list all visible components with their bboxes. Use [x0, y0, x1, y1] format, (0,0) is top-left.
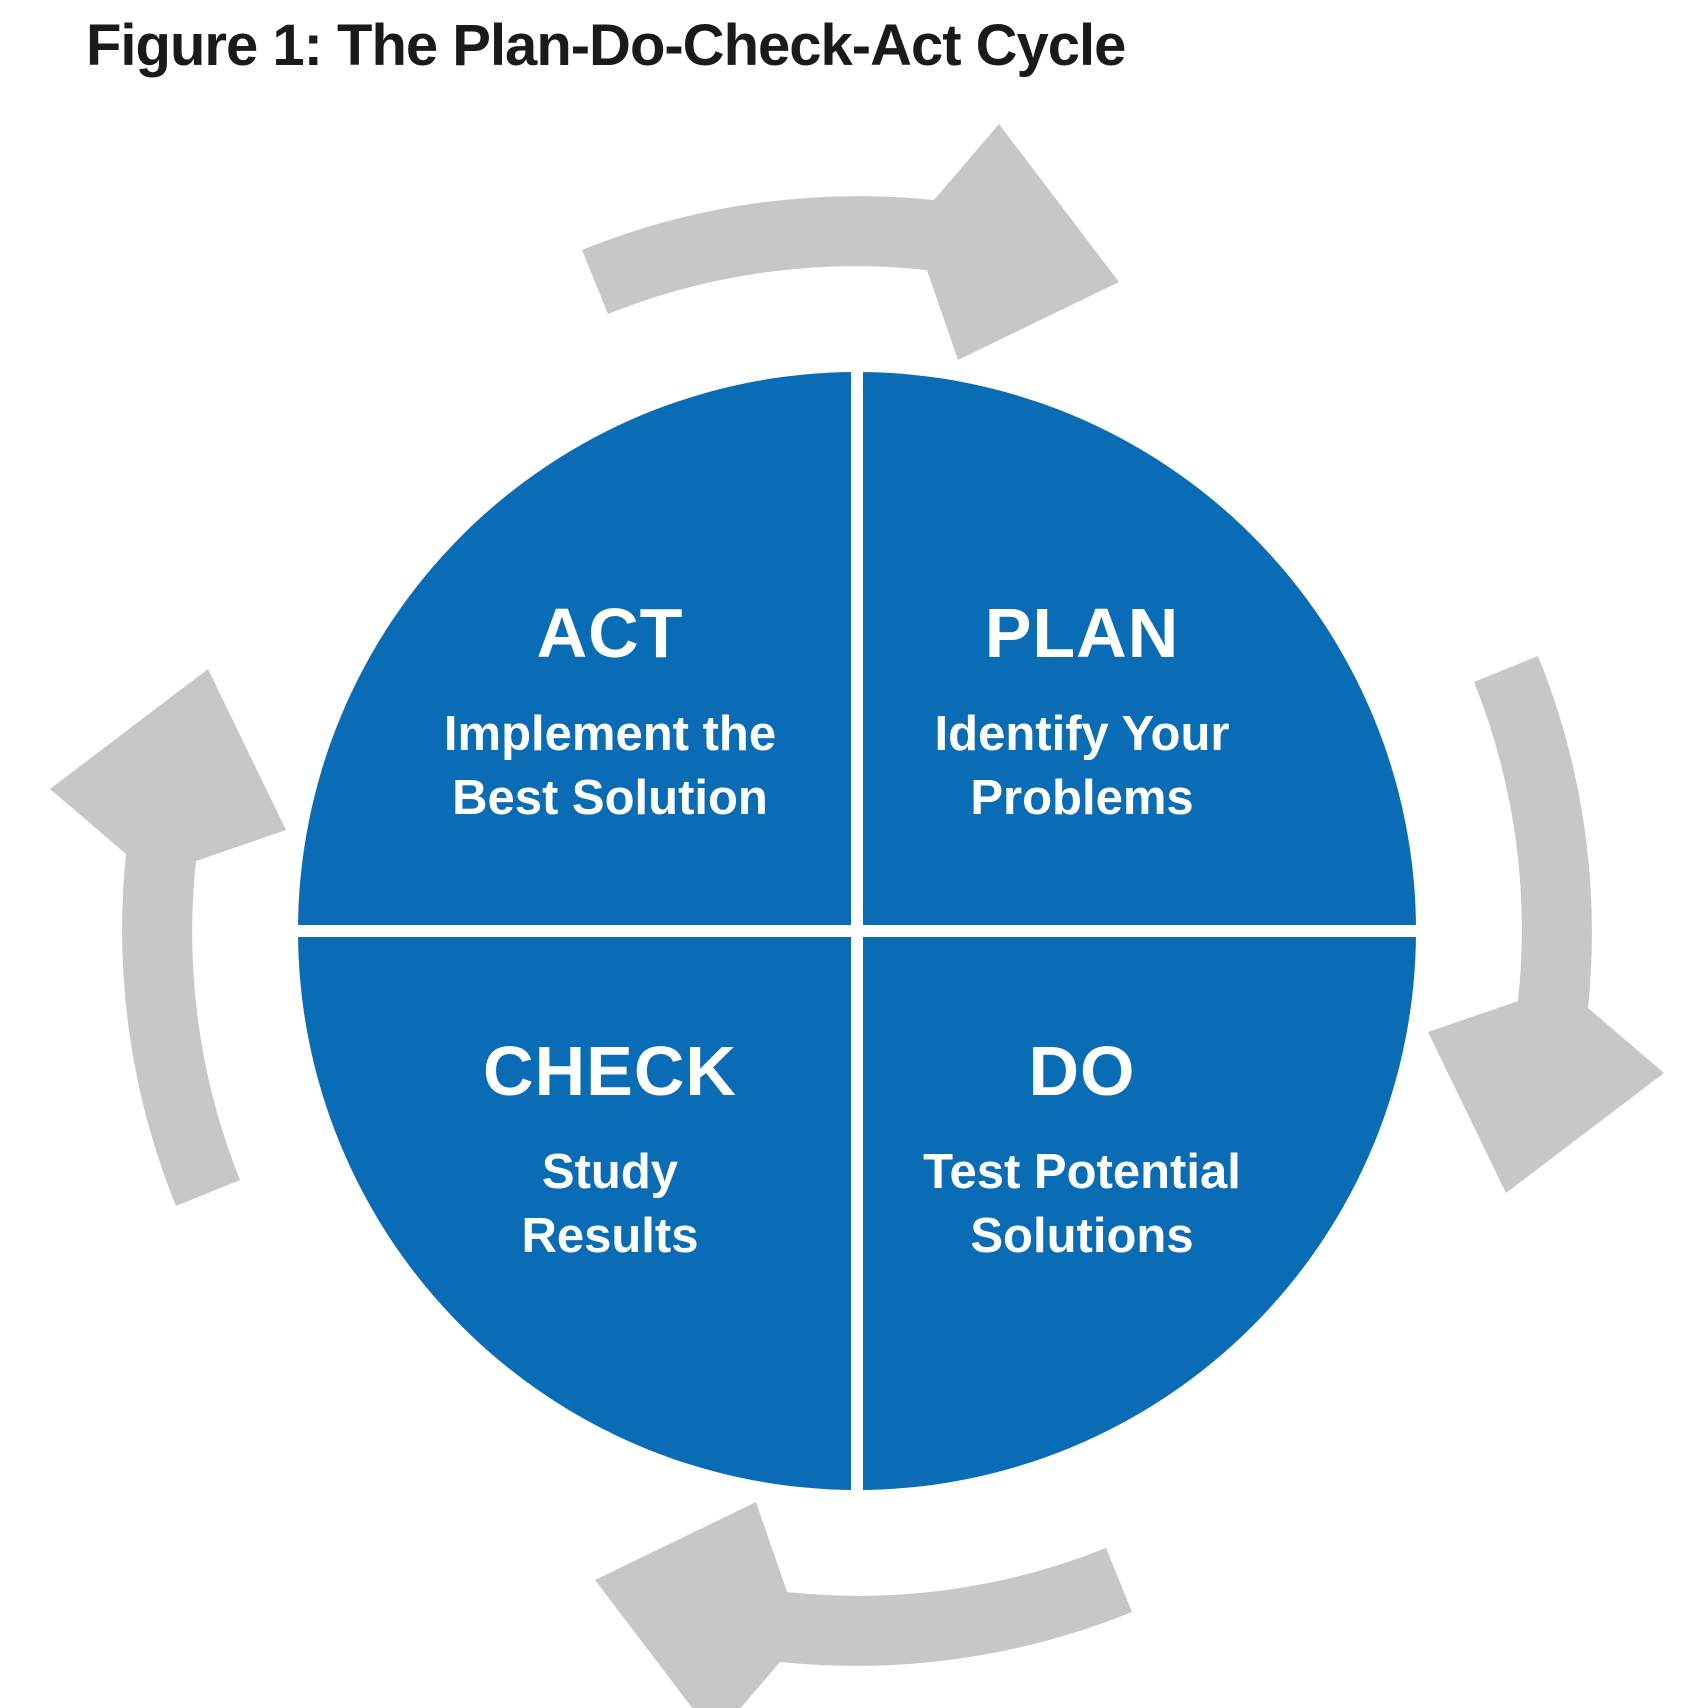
clockwise-arrow-bottom-icon	[595, 1502, 1132, 1708]
figure-title: Figure 1: The Plan-Do-Check-Act Cycle	[86, 13, 1126, 78]
clockwise-arrow-right-icon	[1428, 656, 1664, 1193]
clockwise-arrow-top-icon	[582, 124, 1119, 360]
clockwise-arrow-left-icon	[50, 669, 286, 1206]
